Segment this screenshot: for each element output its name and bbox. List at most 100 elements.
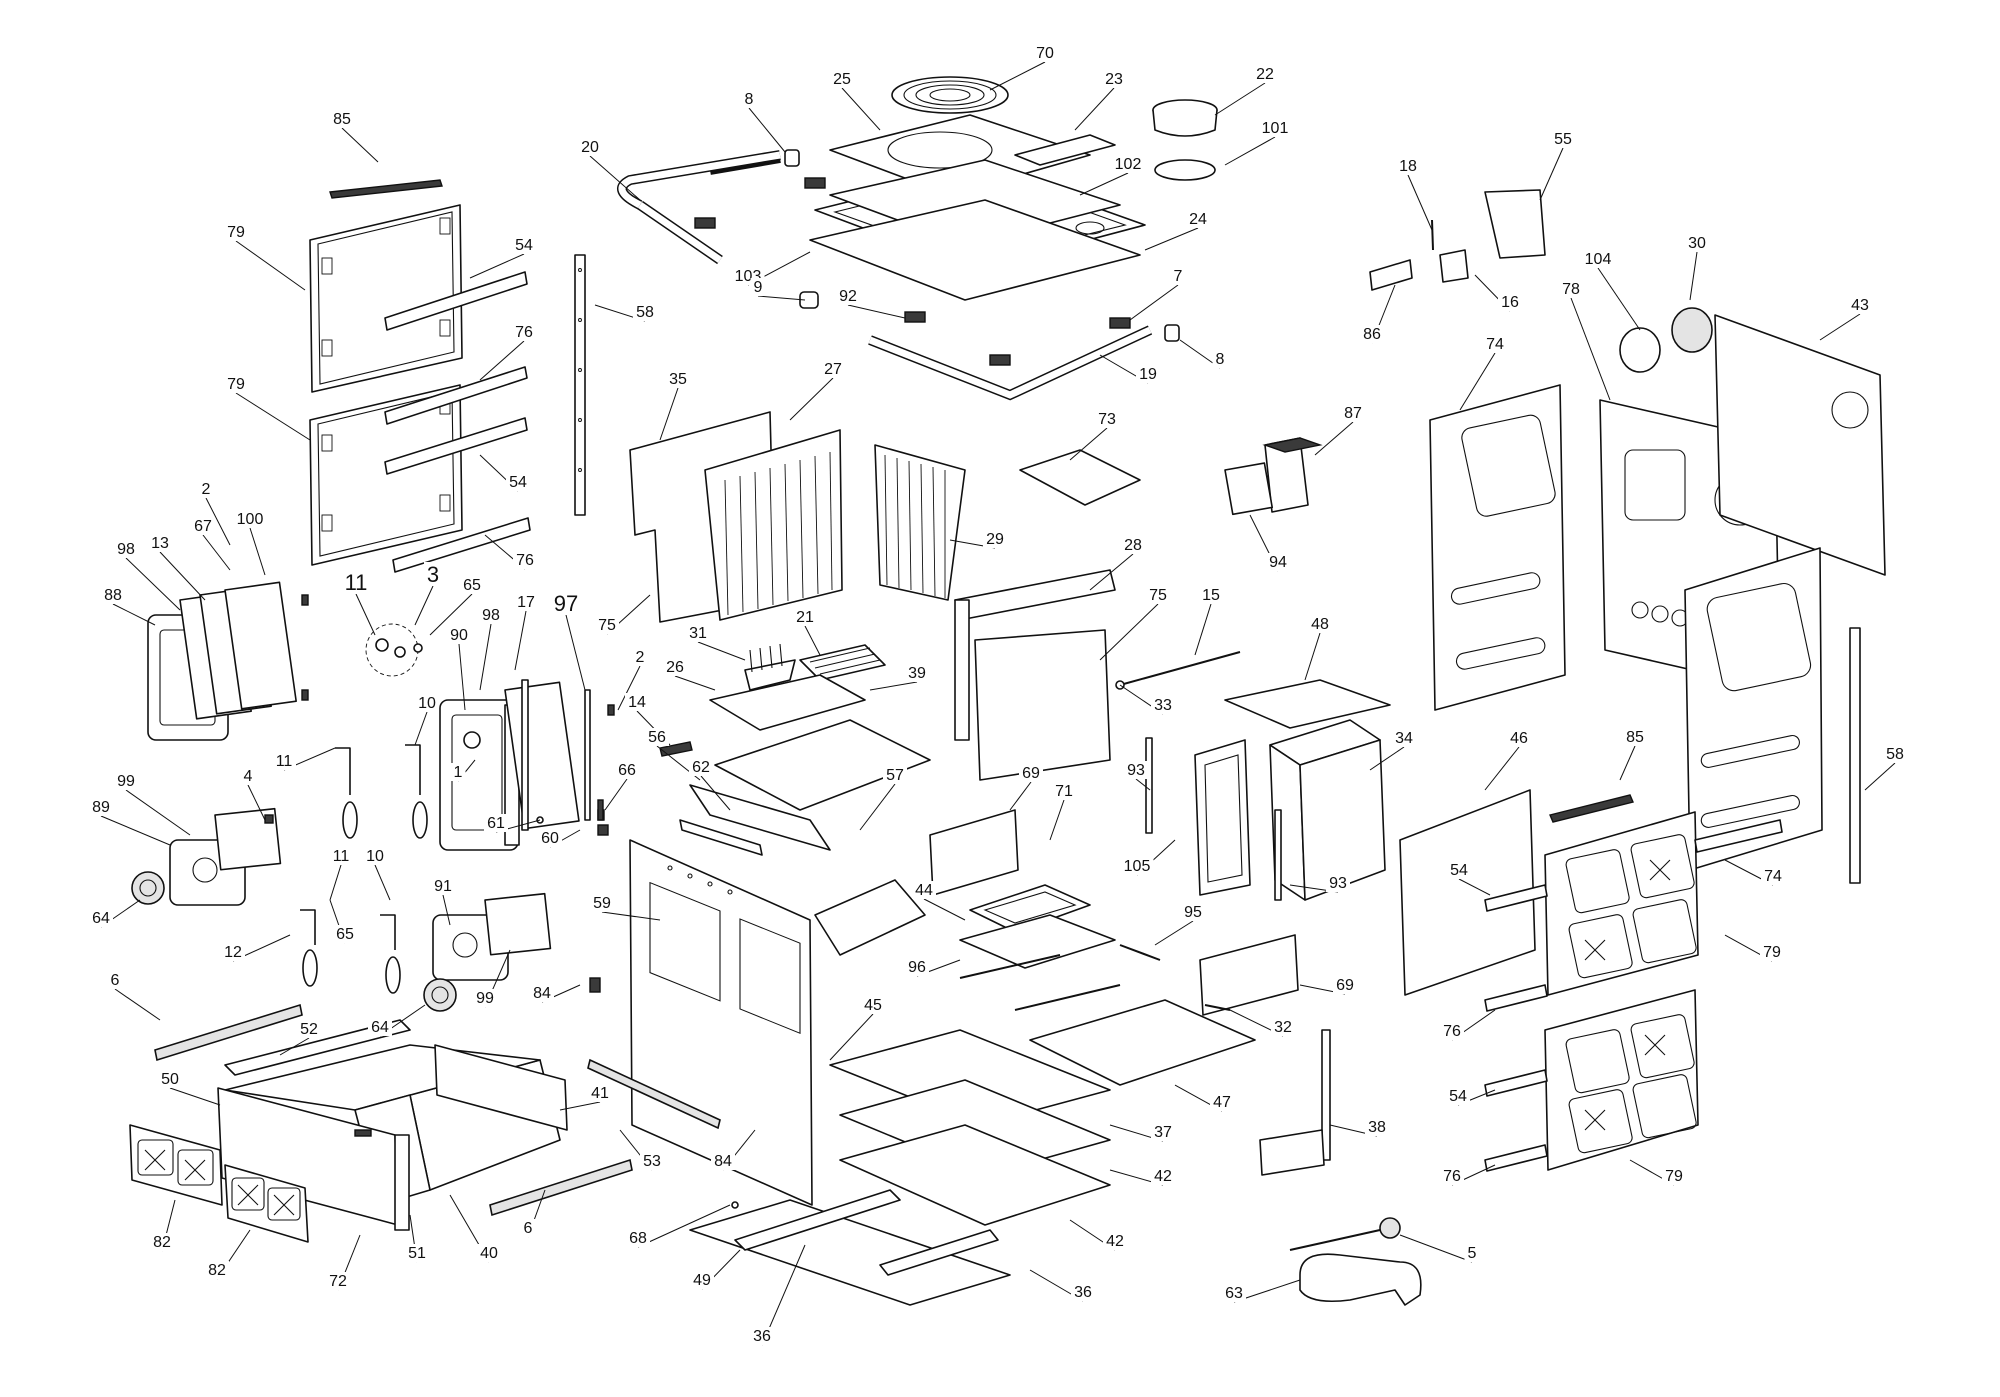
callout-label-bg bbox=[1071, 1283, 1095, 1301]
callout-leader-line bbox=[697, 641, 746, 661]
callout-76: 76 bbox=[1440, 1164, 1496, 1186]
callout-9: 9 bbox=[750, 278, 806, 301]
callout-leader-line bbox=[1304, 632, 1321, 681]
callout-label-bg bbox=[741, 90, 757, 108]
callout-36: 36 bbox=[750, 1244, 806, 1346]
callout-71: 71 bbox=[1049, 782, 1076, 841]
callout-leader-line bbox=[169, 1087, 221, 1106]
callout-number: 74 bbox=[1486, 336, 1504, 353]
part-22-flue-collar bbox=[1152, 99, 1218, 137]
callout-65: 65 bbox=[429, 576, 484, 636]
callout-label-bg bbox=[512, 236, 536, 254]
part-16-clip bbox=[1439, 249, 1469, 283]
callout-8: 8 bbox=[1179, 339, 1228, 369]
callout-2: 2 bbox=[617, 648, 648, 711]
callout-number: 23 bbox=[1105, 71, 1123, 88]
callout-number: 9 bbox=[754, 279, 763, 296]
callout-number: 5 bbox=[1468, 1245, 1477, 1262]
callout-label-bg bbox=[150, 1233, 174, 1251]
callout-leader-line bbox=[1079, 172, 1129, 196]
callout-75: 75 bbox=[1099, 586, 1170, 661]
callout-label-bg bbox=[450, 763, 466, 781]
callout-label-bg bbox=[551, 591, 581, 615]
callout-54: 54 bbox=[479, 454, 530, 492]
callout-label-bg bbox=[363, 847, 387, 865]
callout-number: 69 bbox=[1022, 765, 1040, 782]
callout-21: 21 bbox=[793, 608, 821, 656]
callout-leader-line bbox=[341, 127, 379, 163]
callout-leader-line bbox=[1864, 762, 1896, 791]
callout-96: 96 bbox=[905, 958, 961, 977]
callout-label-bg bbox=[861, 996, 885, 1014]
callout-74: 74 bbox=[1724, 859, 1785, 886]
part-23-cover-plate bbox=[1014, 134, 1116, 166]
callout-89: 89 bbox=[89, 798, 171, 846]
callout-label-bg bbox=[477, 1244, 501, 1262]
callout-label-bg bbox=[912, 881, 936, 899]
callout-90: 90 bbox=[447, 626, 471, 711]
callout-label-bg bbox=[1033, 44, 1057, 62]
callout-97: 97 bbox=[551, 591, 586, 691]
callout-label-bg bbox=[405, 1244, 429, 1262]
callout-33: 33 bbox=[1119, 684, 1175, 715]
callout-number: 54 bbox=[1450, 862, 1468, 879]
callout-number: 98 bbox=[482, 607, 500, 624]
callout-number: 76 bbox=[1443, 1168, 1461, 1185]
callout-leader-line bbox=[247, 784, 266, 821]
part-44-frame bbox=[959, 914, 1116, 969]
callout-label-bg bbox=[905, 664, 929, 682]
callout-label-bg bbox=[578, 138, 602, 156]
callout-number: 79 bbox=[227, 376, 245, 393]
part-11-hinge-detail bbox=[365, 623, 423, 677]
part-76-rail bbox=[392, 517, 531, 573]
callout-label-bg bbox=[233, 510, 267, 528]
callout-leader-line bbox=[1597, 267, 1641, 331]
callout-number: 8 bbox=[745, 91, 754, 108]
callout-leader-line bbox=[1399, 1234, 1473, 1263]
callout-number: 72 bbox=[329, 1273, 347, 1290]
callout-leader-line bbox=[114, 988, 161, 1021]
part-76-rail bbox=[1484, 984, 1548, 1012]
callout-leader-line bbox=[1049, 799, 1065, 841]
callout-number: 1 bbox=[454, 764, 463, 781]
callout-number: 78 bbox=[1562, 281, 1580, 298]
callout-leader-line bbox=[757, 295, 806, 301]
part-34-oven-box bbox=[1269, 719, 1386, 901]
part-103-plate bbox=[809, 199, 1141, 301]
callout-label-bg bbox=[1760, 943, 1784, 961]
callout-leader-line bbox=[374, 864, 391, 901]
callout-93: 93 bbox=[1289, 874, 1350, 893]
callout-number: 20 bbox=[581, 139, 599, 156]
callout-number: 42 bbox=[1154, 1168, 1172, 1185]
callout-number: 59 bbox=[593, 895, 611, 912]
part-82-decorative-panel bbox=[224, 1164, 309, 1243]
callout-leader-line bbox=[1407, 174, 1433, 231]
callout-43: 43 bbox=[1819, 296, 1872, 341]
callout-number: 36 bbox=[753, 1328, 771, 1345]
callout-label-bg bbox=[107, 971, 123, 989]
callout-leader-line bbox=[112, 603, 156, 626]
callout-label-bg bbox=[460, 576, 484, 594]
callout-label-bg bbox=[514, 593, 538, 611]
callout-number: 39 bbox=[908, 665, 926, 682]
callout-label-bg bbox=[484, 814, 508, 832]
callout-74: 74 bbox=[1459, 335, 1507, 411]
callout-99: 99 bbox=[473, 949, 511, 1008]
callout-84: 84 bbox=[530, 984, 581, 1003]
callout-number: 4 bbox=[244, 768, 253, 785]
callout-39: 39 bbox=[869, 664, 929, 691]
part-42-tray bbox=[839, 1124, 1111, 1226]
callout-label-bg bbox=[615, 761, 639, 779]
callout-number: 70 bbox=[1036, 45, 1054, 62]
callout-number: 12 bbox=[224, 944, 242, 961]
part-bracket bbox=[694, 217, 716, 229]
callout-number: 75 bbox=[1149, 587, 1167, 604]
callout-label-bg bbox=[1186, 210, 1210, 228]
callout-64: 64 bbox=[368, 1004, 426, 1037]
callout-label-bg bbox=[1103, 1232, 1127, 1250]
part-58-vertical-strip bbox=[1849, 627, 1861, 884]
part-14-latch bbox=[659, 741, 693, 757]
part-62-strip bbox=[679, 819, 763, 856]
callout-label-bg bbox=[1146, 586, 1170, 604]
part-69-bracket bbox=[929, 809, 1019, 896]
